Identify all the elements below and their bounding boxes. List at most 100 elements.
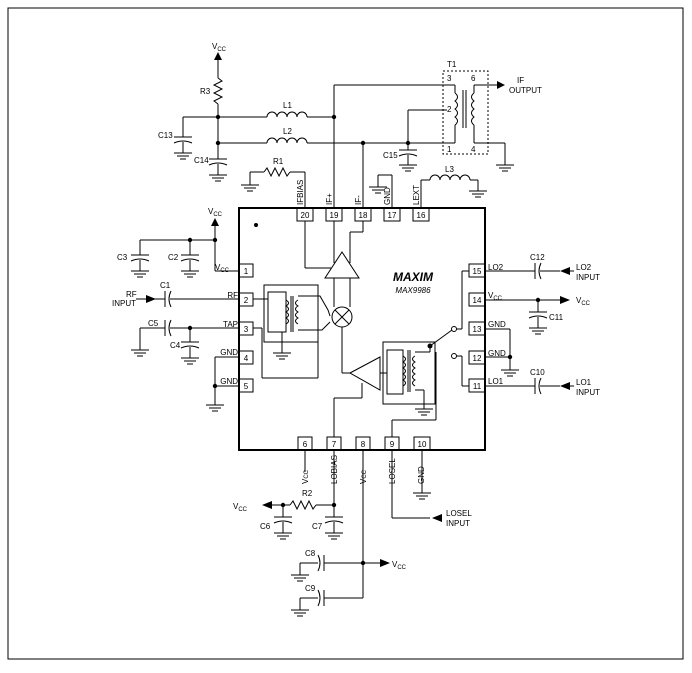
svg-text:IF: IF	[517, 76, 524, 85]
svg-text:INPUT: INPUT	[576, 388, 600, 397]
svg-text:TAP: TAP	[223, 320, 238, 329]
top-pin-labels: IFBIAS IF+ IF- GND LEXT	[296, 180, 421, 205]
svg-text:GND: GND	[383, 187, 392, 205]
part-number: MAX9986	[395, 286, 431, 295]
svg-text:LOSEL: LOSEL	[446, 509, 472, 518]
svg-text:8: 8	[361, 440, 366, 449]
pin1-marker	[254, 223, 258, 227]
vcc-arrow-bottom	[380, 559, 390, 567]
top-component-labels: R3 L1 L2 C13 C14 R1 C15 L3 T1 3 6 2 1 4 …	[158, 60, 542, 174]
svg-text:GND: GND	[488, 349, 506, 358]
maxim-logo: MAXIM	[393, 270, 434, 284]
svg-text:IF-: IF-	[354, 195, 363, 205]
svg-text:R2: R2	[302, 489, 313, 498]
svg-text:RF: RF	[126, 290, 137, 299]
svg-text:9: 9	[390, 440, 395, 449]
svg-text:4: 4	[244, 354, 249, 363]
svg-text:C6: C6	[260, 522, 271, 531]
internal-circuit	[253, 221, 469, 437]
svg-text:5: 5	[244, 382, 249, 391]
if-output-arrow	[497, 81, 505, 89]
svg-text:C1: C1	[160, 281, 171, 290]
svg-text:LO2: LO2	[488, 263, 504, 272]
svg-text:13: 13	[473, 325, 482, 334]
svg-text:LO2: LO2	[576, 263, 592, 272]
svg-text:C14: C14	[194, 156, 209, 165]
svg-text:3: 3	[244, 325, 249, 334]
svg-text:VCC: VCC	[233, 502, 248, 513]
svg-text:LO1: LO1	[488, 377, 504, 386]
left-component-labels: C3 C2 C1 C5 C4 RF INPUT	[112, 253, 181, 350]
svg-text:GND: GND	[220, 377, 238, 386]
svg-text:INPUT: INPUT	[576, 273, 600, 282]
left-external	[130, 226, 239, 400]
svg-text:C5: C5	[148, 319, 159, 328]
pin-labels: VCC RF TAP GND GND LO2 VCC GND GND LO1	[215, 263, 506, 386]
svg-text:INPUT: INPUT	[112, 299, 136, 308]
svg-text:T1: T1	[447, 60, 457, 69]
svg-text:17: 17	[388, 211, 397, 220]
svg-text:L3: L3	[445, 165, 454, 174]
svg-text:C3: C3	[117, 253, 128, 262]
svg-text:2: 2	[447, 105, 452, 114]
lo2-input-arrow	[560, 267, 570, 275]
svg-text:C7: C7	[312, 522, 323, 531]
svg-text:18: 18	[359, 211, 368, 220]
svg-text:L2: L2	[283, 127, 292, 136]
lo1-input-arrow	[560, 382, 570, 390]
svg-text:20: 20	[301, 211, 310, 220]
svg-text:C13: C13	[158, 131, 173, 140]
vcc-arrow-right	[560, 296, 570, 304]
svg-text:19: 19	[330, 211, 339, 220]
vcc-label-left: VCC	[208, 207, 223, 218]
svg-text:4: 4	[471, 145, 476, 154]
svg-text:LEXT: LEXT	[412, 185, 421, 205]
svg-text:C2: C2	[168, 253, 179, 262]
right-external	[485, 262, 560, 395]
svg-text:C10: C10	[530, 368, 545, 377]
svg-text:VCC: VCC	[488, 291, 503, 302]
svg-text:15: 15	[473, 267, 482, 276]
svg-text:6: 6	[303, 440, 308, 449]
svg-text:IFBIAS: IFBIAS	[296, 180, 305, 205]
svg-text:C8: C8	[305, 549, 316, 558]
svg-text:OUTPUT: OUTPUT	[509, 86, 542, 95]
svg-text:L1: L1	[283, 101, 292, 110]
svg-text:11: 11	[473, 382, 482, 391]
svg-text:12: 12	[473, 354, 482, 363]
svg-text:GND: GND	[488, 320, 506, 329]
svg-text:C12: C12	[530, 253, 545, 262]
svg-text:VCC: VCC	[301, 469, 310, 484]
vcc-arrow-bottom-left	[262, 501, 272, 509]
right-component-labels: C12 C11 C10 LO2 INPUT VCC LO1 INPUT	[530, 253, 600, 397]
svg-text:R3: R3	[200, 87, 211, 96]
svg-text:C11: C11	[549, 313, 564, 322]
svg-text:LO1: LO1	[576, 378, 592, 387]
svg-text:VCC: VCC	[392, 560, 407, 571]
rf-input-arrow	[146, 295, 156, 303]
svg-text:RF: RF	[227, 291, 238, 300]
svg-text:R1: R1	[273, 157, 284, 166]
ic-body	[238, 207, 486, 451]
losel-input-arrow	[432, 514, 442, 522]
svg-text:3: 3	[447, 74, 452, 83]
vcc-label-top: VCC	[212, 42, 227, 53]
svg-text:6: 6	[471, 74, 476, 83]
svg-text:IF+: IF+	[325, 193, 334, 205]
vcc-arrow-top	[214, 52, 222, 60]
svg-text:C15: C15	[383, 151, 398, 160]
svg-text:14: 14	[473, 296, 482, 305]
svg-text:C9: C9	[305, 584, 316, 593]
svg-text:VCC: VCC	[576, 296, 591, 307]
svg-text:2: 2	[244, 296, 249, 305]
top-external	[173, 58, 506, 208]
svg-text:VCC: VCC	[215, 263, 230, 274]
svg-text:7: 7	[332, 440, 337, 449]
figure-border	[7, 7, 684, 660]
svg-text:10: 10	[418, 440, 427, 449]
svg-text:1: 1	[244, 267, 249, 276]
svg-text:GND: GND	[220, 348, 238, 357]
vcc-arrow-left	[211, 218, 219, 226]
